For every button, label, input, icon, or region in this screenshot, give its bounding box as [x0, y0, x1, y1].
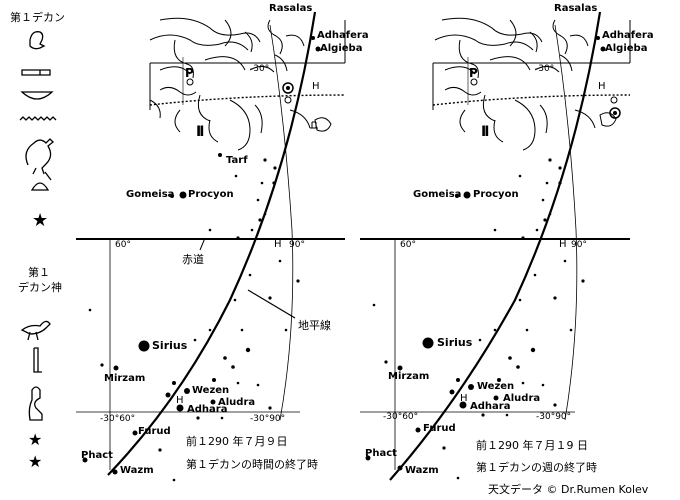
label-wezen: Wezen — [192, 385, 230, 396]
label-minus30-60: -30°60° — [100, 414, 136, 424]
bowl-glyph-icon — [20, 91, 54, 100]
right-chart-graphics — [360, 11, 631, 481]
star-icon: ★ — [32, 210, 49, 231]
left-caption: 第１デカンの時間の終了時 — [186, 458, 318, 471]
seated-deity-glyph-icon — [28, 386, 43, 421]
left-chart-graphics — [76, 11, 346, 482]
label-h-low: H — [460, 393, 468, 404]
label-furud: Furud — [423, 423, 456, 434]
label-mirzam: Mirzam — [104, 373, 146, 384]
vulture-glyph-icon — [25, 138, 54, 181]
label-algieba: Algieba — [320, 43, 363, 54]
sirius-dot — [138, 340, 150, 352]
label-adhara: Adhara — [187, 404, 228, 415]
label-procyon: Procyon — [473, 189, 519, 200]
label-h-low: H — [176, 395, 184, 406]
label-p: P — [469, 66, 478, 80]
label-90: 90° — [289, 240, 305, 250]
phact-dot — [82, 457, 88, 463]
label-phact: Phact — [365, 448, 397, 459]
head-glyph-icon — [29, 31, 46, 50]
tarf-dot — [218, 153, 222, 157]
deity-title-line2: デカン神 — [18, 281, 62, 294]
right-caption: 第１デカンの週の終了時 — [476, 461, 597, 474]
label-60: 60° — [115, 240, 131, 250]
label-sirius: Sirius — [437, 336, 473, 349]
label-gomeisa: Gomeisa — [413, 189, 462, 200]
procyon-dot — [179, 191, 187, 199]
label-algieba: Algieba — [605, 43, 648, 54]
label-minus30-60: -30°60° — [383, 412, 419, 422]
label-h-mid: H — [559, 239, 567, 250]
label-minus30: -30° — [250, 64, 270, 74]
horizon-label: 地平線 — [298, 319, 331, 332]
furud-dot — [132, 430, 138, 436]
label-mirzam: Mirzam — [388, 371, 430, 382]
decan-hieroglyphs — [19, 31, 57, 421]
decan-title: 第１デカン — [10, 11, 65, 24]
label-gomeisa: Gomeisa — [126, 189, 175, 200]
astronomy-credit: 天文データ © Dr.Rumen Kolev — [488, 483, 649, 496]
star-icon: ★ — [28, 452, 43, 471]
gemini-glyph-icon: II — [481, 124, 490, 140]
gemini-glyph-icon: II — [196, 124, 205, 140]
label-h-top: H — [598, 81, 606, 92]
gomeisa-dot — [170, 194, 174, 198]
label-furud: Furud — [138, 426, 171, 437]
label-procyon: Procyon — [188, 189, 234, 200]
water-glyph-icon — [19, 116, 57, 121]
label-aludra: Aludra — [218, 397, 256, 408]
label-adhafera: Adhafera — [602, 30, 654, 41]
ibis-glyph-icon — [20, 320, 51, 341]
deity-title-line1: 第１ — [28, 266, 50, 279]
wazm-dot — [112, 469, 118, 475]
label-wezen: Wezen — [477, 381, 515, 392]
label-minus30-90: -30°90° — [250, 414, 286, 424]
star-icon: ★ — [28, 430, 43, 449]
left-date: 前１290 年７月９日 — [186, 435, 288, 448]
equator-label: 赤道 — [182, 253, 204, 266]
label-phact: Phact — [81, 450, 113, 461]
label-minus30: -30° — [535, 64, 555, 74]
label-90: 90° — [571, 240, 587, 250]
label-h-mid: H — [274, 239, 282, 250]
label-60: 60° — [400, 240, 416, 250]
label-p: P — [185, 66, 194, 80]
wezen-dot — [184, 388, 190, 394]
standard-glyph-icon — [33, 347, 42, 373]
label-wazm: Wazm — [120, 465, 154, 476]
label-sirius: Sirius — [152, 339, 188, 352]
label-h-top: H — [312, 81, 320, 92]
label-aludra: Aludra — [503, 393, 541, 404]
dome-glyph-icon — [30, 182, 50, 191]
label-minus30-90: -30°90° — [536, 412, 572, 422]
mirzam-dot — [113, 365, 119, 371]
leo-gemini-artwork — [149, 17, 332, 151]
adhafera-dot — [311, 36, 315, 40]
bar-glyph-icon — [21, 69, 51, 76]
algieba-dot — [315, 46, 321, 52]
label-adhara: Adhara — [470, 401, 511, 412]
label-adhafera: Adhafera — [317, 30, 369, 41]
label-rasalas: Rasalas — [554, 3, 598, 14]
adhara-dot — [176, 404, 184, 412]
leo-gemini-artwork-right — [434, 17, 617, 151]
aludra-dot — [210, 399, 216, 405]
right-date: 前１290 年７月１9 日 — [476, 439, 588, 452]
label-tarf: Tarf — [226, 155, 248, 166]
label-rasalas: Rasalas — [269, 3, 313, 14]
label-wazm: Wazm — [405, 465, 439, 476]
